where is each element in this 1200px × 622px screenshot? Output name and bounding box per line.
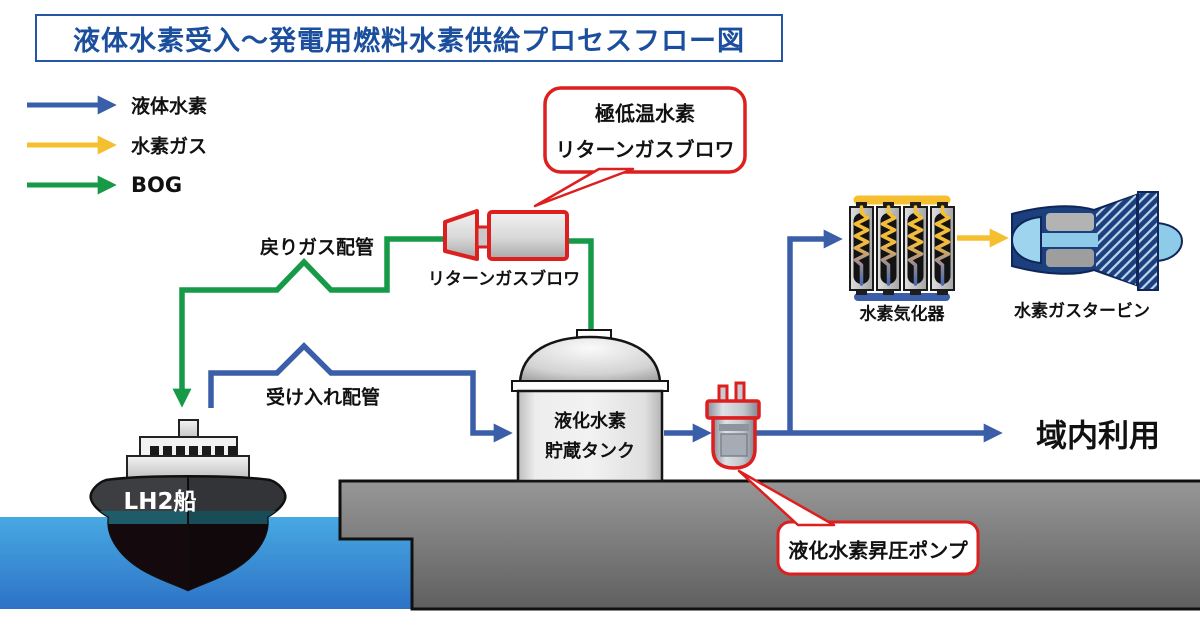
blower-label: リターンガスブロワ — [427, 269, 581, 290]
turbine-label: 水素ガスタービン — [1014, 301, 1150, 322]
pump-callout-label: 液化水素昇圧ポンプ — [788, 538, 968, 563]
blower-callout — [533, 86, 747, 208]
lh2-receiving-line — [208, 342, 513, 443]
return-gas-pipe-label: 戻りガス配管 — [259, 236, 375, 259]
legend-label-hydrogen-gas: 水素ガス — [131, 135, 208, 158]
bog-line-tank-to-blower — [569, 238, 594, 331]
vaporizer-icon — [849, 195, 955, 301]
tank-label-line1: 液化水素 — [554, 411, 626, 432]
booster-pump-icon — [705, 381, 761, 470]
bog-return-line-to-ship — [172, 236, 445, 408]
supply-line-to-vaporizer — [787, 229, 843, 433]
legend-label-bog: BOG — [131, 173, 183, 197]
receiving-pipe-label: 受け入れ配管 — [265, 386, 381, 409]
flow-lines — [172, 228, 1009, 443]
ship-label: LH2船 — [123, 489, 197, 515]
tank-label-line2: 貯蔵タンク — [545, 441, 635, 462]
legend-arrows — [27, 95, 117, 195]
quay-platform — [338, 479, 1200, 611]
vaporizer-label: 水素気化器 — [859, 304, 945, 325]
ship-windows — [150, 446, 237, 455]
blower-callout-line1: 極低温水素 — [595, 101, 695, 126]
legend-label-liquid-hydrogen: 液体水素 — [131, 95, 208, 118]
regional-use-label: 域内利用 — [1036, 418, 1160, 455]
return-gas-blower-icon — [443, 209, 569, 261]
storage-tank-icon — [511, 329, 669, 483]
pump-callout — [737, 469, 980, 576]
gas-turbine-icon — [1010, 191, 1184, 291]
page-title: 液体水素受入〜発電用燃料水素供給プロセスフロー図 — [35, 14, 783, 62]
blower-callout-line2: リターンガスブロワ — [555, 137, 735, 162]
